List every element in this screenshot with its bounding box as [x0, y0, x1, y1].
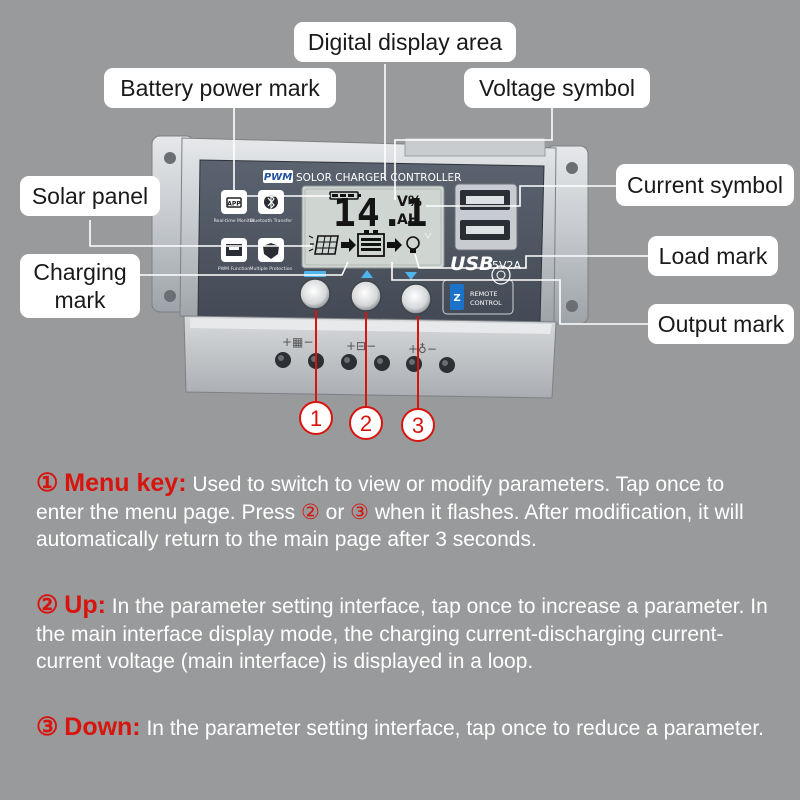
description-up: ② Up: In the parameter setting interface… [36, 591, 776, 676]
usb-label: USB [450, 253, 494, 275]
pwm-badge [263, 170, 293, 183]
marker-3-number: 3 [412, 413, 424, 438]
current-symbol: AH [397, 212, 420, 228]
svg-text:Z: Z [453, 293, 460, 304]
controller-title: SOLOR CHARGER CONTROLLER [296, 172, 461, 184]
usb-icon [424, 232, 432, 240]
callout-digital-display-area: Digital display area [294, 22, 516, 62]
app-caption: Real-time Monitor [214, 218, 255, 224]
protection-caption: Multiple Protection [250, 266, 293, 272]
callout-solar-panel: Solar panel [20, 176, 160, 216]
callout-charging-mark: Charging mark [20, 254, 140, 318]
lcd-screen: 14.1 V% AH [301, 185, 445, 269]
down-text: In the parameter setting interface, tap … [140, 717, 765, 740]
marker-1 [299, 401, 333, 435]
marker-3 [401, 408, 435, 442]
callout-load-mark: Load mark [648, 236, 778, 276]
menu-key-ref-2: ② [301, 500, 320, 524]
down-number: ③ [36, 713, 59, 741]
up-triangle-icon [361, 270, 373, 278]
up-number: ② [36, 591, 59, 619]
menu-key-title: Menu key: [64, 469, 187, 497]
callout-output-mark: Output mark [648, 304, 794, 344]
bluetooth-caption: Bluetooth Transfer [250, 218, 292, 224]
solar-charge-controller-illustration: PWM SOLOR CHARGER CONTROLLER APP Real-ti… [89, 64, 648, 442]
load-bulb-icon [406, 236, 420, 253]
remote-line1: REMOTE [470, 290, 497, 298]
usb-ports: USB 5V2A [424, 183, 522, 275]
down-title: Down: [64, 713, 141, 741]
solar-panel-icon [308, 235, 339, 255]
marker-1-number: 1 [310, 406, 322, 431]
phone-icon [450, 284, 464, 310]
down-triangle-icon [405, 272, 417, 280]
battery-terminal-icon: +⊟− [346, 339, 376, 353]
menu-marker-icon [304, 271, 326, 277]
up-title: Up: [64, 591, 106, 619]
pwm-badge-text: PWM [264, 172, 292, 183]
menu-button[interactable] [299, 278, 331, 310]
marker-2-number: 2 [360, 411, 372, 436]
voltage-symbol: V% [397, 194, 422, 210]
callout-battery-power-mark: Battery power mark [104, 68, 336, 108]
button-number-markers: 1 2 3 [299, 401, 435, 442]
load-terminal-icon: +♁− [408, 342, 437, 356]
menu-key-ref-3: ③ [350, 500, 369, 524]
description-menu-key: ① Menu key: Used to switch to view or mo… [36, 469, 776, 554]
callout-voltage-symbol: Voltage symbol [464, 68, 650, 108]
up-text: In the parameter setting interface, tap … [36, 595, 768, 674]
marker-2 [349, 406, 383, 440]
battery-icon [357, 230, 385, 257]
terminal-block [183, 315, 557, 399]
leader-lines [89, 64, 648, 410]
solar-terminal-icon: +▦− [282, 335, 313, 349]
lcd-reading: 14.1 [333, 191, 429, 235]
remote-line2: CONTROL [470, 299, 502, 307]
shield-icon [263, 243, 279, 259]
down-button[interactable] [400, 283, 432, 315]
menu-key-number: ① [36, 469, 59, 497]
terminal-screws: +▦− +⊟− +♁− [275, 335, 455, 373]
app-icon: APP [227, 201, 241, 208]
charging-arrow-icon [341, 238, 356, 252]
discharging-arrow-icon [387, 238, 402, 252]
menu-key-text: Used to switch to view or modify paramet… [36, 473, 725, 524]
menu-key-tail: when it flashes. After modification, it … [36, 500, 744, 552]
usb-rating: 5V2A [492, 259, 522, 272]
description-down: ③ Down: In the parameter setting interfa… [36, 713, 776, 743]
callout-current-symbol: Current symbol [616, 164, 794, 206]
control-buttons [299, 278, 432, 315]
up-button[interactable] [350, 280, 382, 312]
pwm-caption: PWM Function [218, 266, 250, 272]
menu-key-mid: or [319, 500, 351, 524]
